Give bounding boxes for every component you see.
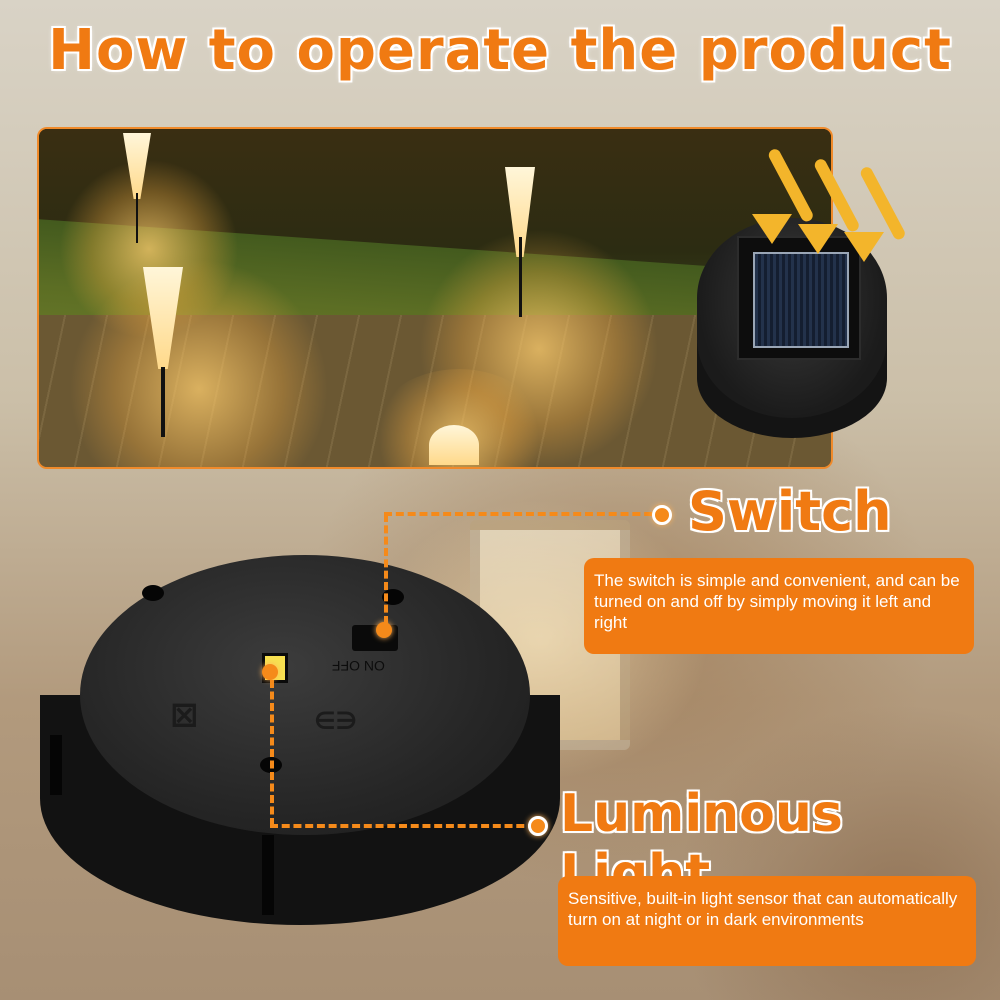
switch-leader-line — [384, 514, 388, 624]
lamp-pole — [161, 367, 165, 437]
lamp-pole — [518, 237, 522, 317]
lamp-glow — [69, 259, 329, 467]
switch-leader-line — [384, 512, 664, 516]
sun-arrow-icon — [752, 147, 815, 250]
page-title: How to operate the product — [48, 18, 952, 83]
lamp-head — [143, 267, 183, 369]
stake-lamp — [505, 167, 535, 317]
arrow-tip — [798, 224, 838, 254]
switch-description-box: The switch is simple and convenient, and… — [584, 558, 974, 654]
light-marker-dot — [262, 664, 278, 680]
light-callout-dot — [528, 816, 548, 836]
switch-heading: Switch — [688, 480, 892, 543]
stake-lamp — [429, 425, 479, 465]
cap-leg — [50, 735, 62, 795]
switch-engraving: ON OFF — [332, 658, 385, 674]
stake-lamp — [143, 267, 183, 437]
lamp-head — [123, 133, 151, 199]
switch-marker-dot — [376, 622, 392, 638]
arrow-tip — [844, 232, 884, 262]
lamp-head — [429, 425, 479, 465]
lamp-pole — [135, 193, 139, 243]
light-description-box: Sensitive, built-in light sensor that ca… — [558, 876, 976, 966]
cap-underside: ON OFF ⊠ ∈∋ — [40, 555, 560, 935]
light-leader-line — [270, 680, 274, 826]
cap-leg — [262, 835, 274, 915]
cap-underside-face — [80, 555, 530, 835]
sun-arrow-icon — [798, 157, 861, 260]
arrow-tip — [752, 214, 792, 244]
screw-hole — [142, 585, 164, 601]
solar-cells — [753, 252, 849, 348]
switch-callout-dot — [652, 505, 672, 525]
stake-lamp — [123, 133, 151, 243]
ce-mark-icon: ∈∋ — [314, 707, 358, 735]
weee-bin-icon: ⊠ — [170, 695, 199, 735]
light-leader-line — [270, 824, 536, 828]
solar-panel — [737, 236, 861, 360]
sun-arrow-icon — [844, 165, 907, 268]
